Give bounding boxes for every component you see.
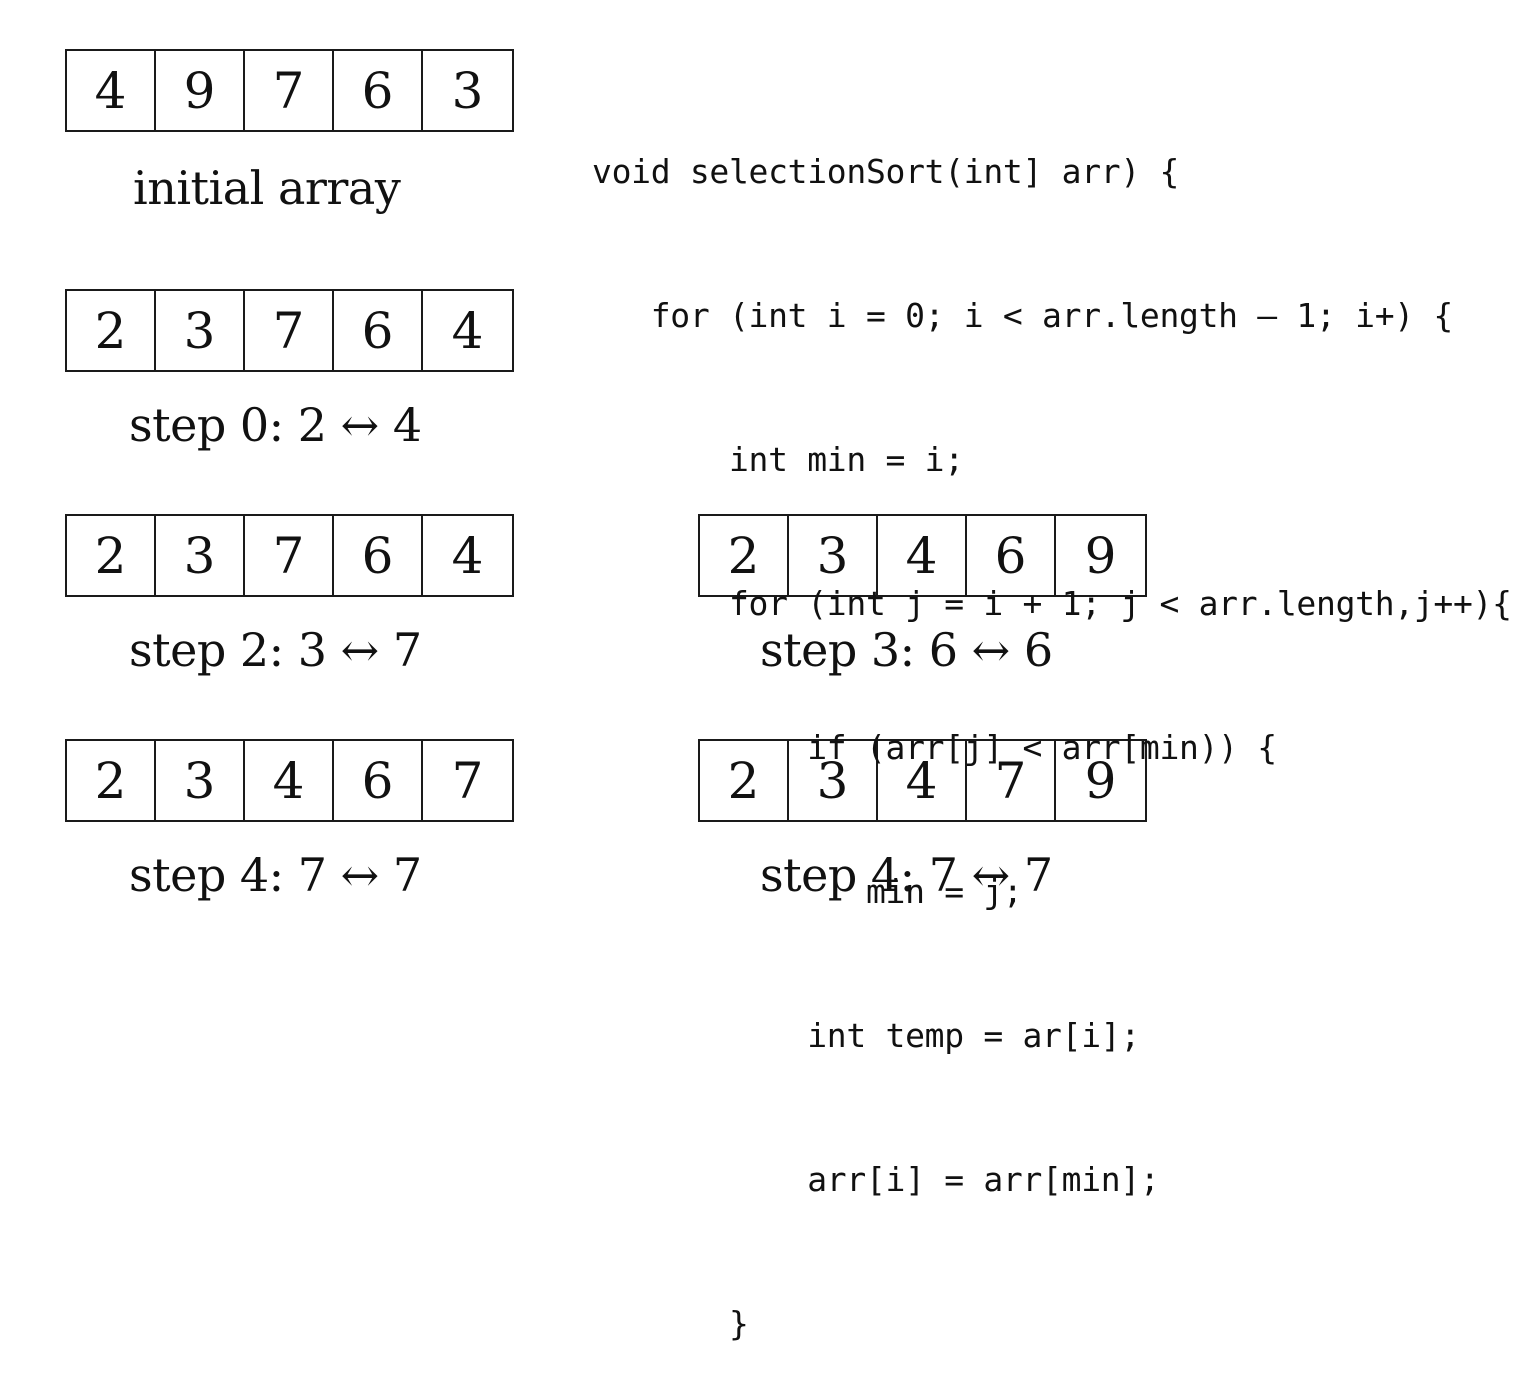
array-cell: 2 xyxy=(67,291,156,370)
array-cell: 2 xyxy=(700,741,789,820)
code-line: int min = i; xyxy=(592,440,964,479)
array-cell: 4 xyxy=(67,51,156,130)
array-step-3: 2 3 4 6 9 xyxy=(698,514,1147,597)
array-initial: 4 9 7 6 3 xyxy=(65,49,514,132)
array-cell: 3 xyxy=(156,291,245,370)
code-line: } xyxy=(592,1304,749,1343)
code-block: void selectionSort(int] arr) { for (int … xyxy=(592,52,1512,1396)
array-cell: 6 xyxy=(334,516,423,595)
array-step-2: 2 3 7 6 4 xyxy=(65,514,514,597)
array-cell: 7 xyxy=(245,291,334,370)
caption-step-3: step 3: 6 ↔ 6 xyxy=(760,623,1053,677)
array-step-0: 2 3 7 6 4 xyxy=(65,289,514,372)
array-cell: 6 xyxy=(334,291,423,370)
array-cell: 9 xyxy=(156,51,245,130)
array-cell: 7 xyxy=(967,741,1056,820)
array-step-4-left: 2 3 4 6 7 xyxy=(65,739,514,822)
array-cell: 3 xyxy=(156,516,245,595)
array-cell: 2 xyxy=(67,741,156,820)
caption-step-2: step 2: 3 ↔ 7 xyxy=(129,623,422,677)
caption-step-4-left: step 4: 7 ↔ 7 xyxy=(129,848,422,902)
array-cell: 6 xyxy=(967,516,1056,595)
caption-step-4-right: step 4: 7 ↔ 7 xyxy=(760,848,1053,902)
array-cell: 2 xyxy=(67,516,156,595)
array-cell: 6 xyxy=(334,51,423,130)
array-cell: 4 xyxy=(878,516,967,595)
array-step-4-right: 2 3 4 7 9 xyxy=(698,739,1147,822)
array-cell: 3 xyxy=(156,741,245,820)
array-cell: 6 xyxy=(334,741,423,820)
code-line: min = j; xyxy=(592,872,1023,911)
code-line: arr[i] = arr[min]; xyxy=(592,1160,1160,1199)
array-cell: 9 xyxy=(1084,751,1117,810)
array-cell: 7 xyxy=(451,751,484,810)
array-cell: 3 xyxy=(789,741,878,820)
code-line: if (arr[j] < arr[min)) { xyxy=(592,728,1277,767)
array-cell: 4 xyxy=(245,741,334,820)
array-cell: 4 xyxy=(451,526,484,585)
array-cell: 7 xyxy=(245,51,334,130)
code-line: for (int j = i + 1; j < arr.length,j++){ xyxy=(592,584,1512,623)
array-cell: 4 xyxy=(451,301,484,360)
caption-step-0: step 0: 2 ↔ 4 xyxy=(129,398,422,452)
code-line: void selectionSort(int] arr) { xyxy=(592,152,1180,191)
array-cell: 4 xyxy=(878,741,967,820)
array-cell: 3 xyxy=(789,516,878,595)
caption-initial-array: initial array xyxy=(133,161,401,215)
array-cell: 7 xyxy=(245,516,334,595)
code-line: for (int i = 0; i < arr.length – 1; i+) … xyxy=(592,296,1454,335)
array-cell: 9 xyxy=(1084,526,1117,585)
array-cell: 3 xyxy=(451,61,484,120)
code-line: int temp = ar[i]; xyxy=(592,1016,1140,1055)
array-cell: 2 xyxy=(700,516,789,595)
